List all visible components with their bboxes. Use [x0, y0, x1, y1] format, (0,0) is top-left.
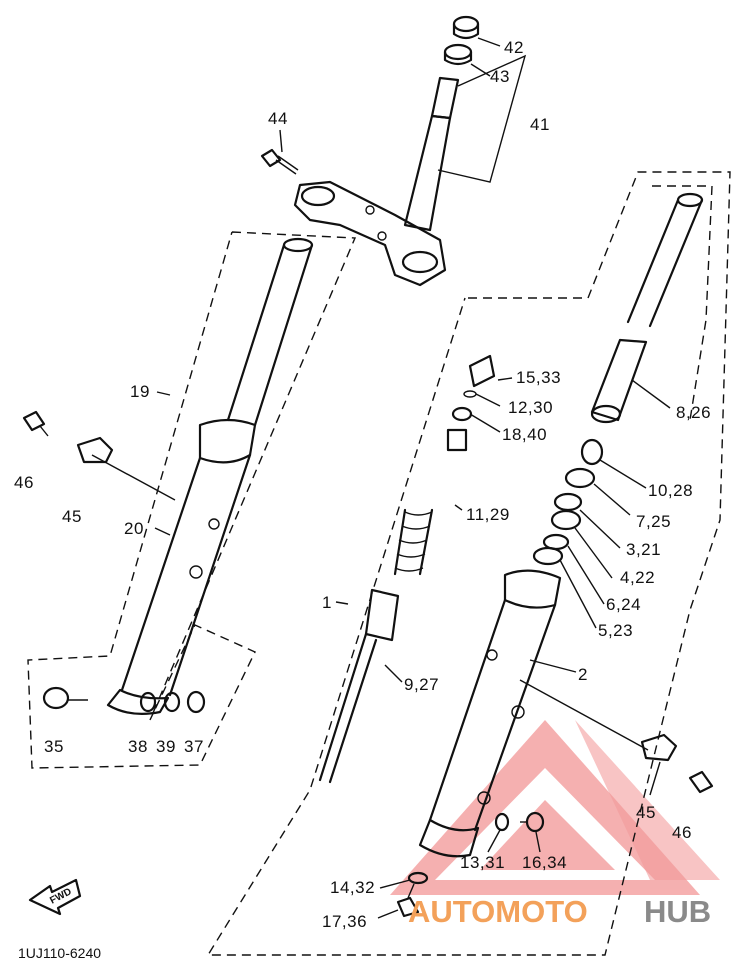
callout-label: 1 [322, 593, 332, 612]
watermark-text-part2: HUB [644, 894, 711, 929]
fork-cap-15-33 [463, 354, 496, 398]
inner-fork-outline [652, 185, 713, 421]
right-fork-outline [206, 171, 731, 956]
spacer-18-40 [451, 406, 473, 422]
callout-label: 3,21 [626, 540, 661, 559]
bracket-45-left [76, 436, 114, 464]
seals-10-3-7 [532, 438, 604, 566]
callout-label: 45 [62, 507, 82, 526]
watermark-logo [390, 720, 720, 895]
spring-11-29 [393, 428, 468, 576]
leader-lines [91, 37, 671, 919]
callout-label: 5,23 [598, 621, 633, 640]
callout-label: 15,33 [516, 368, 561, 387]
callout-label: 19 [130, 382, 150, 401]
bolt-35 [42, 686, 88, 710]
inner-tube-8-26 [590, 192, 704, 424]
callout-label: 8,26 [676, 403, 711, 422]
callout-label: 2 [578, 665, 588, 684]
callout-label: 45 [636, 803, 656, 822]
fwd-arrow-icon: FWD [28, 878, 82, 916]
watermark-text-part1: AUTOMOTO [408, 894, 588, 929]
callout-labels: 42 43 41 44 19 46 45 20 35 38 39 37 1 15,33 12,30 18,40… [14, 38, 711, 931]
callout-label: 46 [14, 473, 34, 492]
callout-label: 42 [504, 38, 524, 57]
right-fork-outer-tube-2 [418, 569, 562, 858]
callout-label: 18,40 [502, 425, 547, 444]
callout-label: 13,31 [460, 853, 505, 872]
callout-label: 9,27 [404, 675, 439, 694]
callout-label: 39 [156, 737, 176, 756]
callout-label: 46 [672, 823, 692, 842]
drain-13-31-16-34 [494, 811, 545, 833]
callout-label: 7,25 [636, 512, 671, 531]
callout-label: 35 [44, 737, 64, 756]
figure-code: 1UJ110-6240 [18, 945, 101, 961]
damper-rod-9-27 [318, 588, 400, 784]
washers-38-39-37 [139, 690, 206, 714]
bolt-44 [260, 148, 299, 175]
steering-stem [293, 15, 480, 287]
callout-label: 6,24 [606, 595, 641, 614]
callout-label: 14,32 [330, 878, 375, 897]
callout-label: 4,22 [620, 568, 655, 587]
callout-label: 41 [530, 115, 550, 134]
bolt-46-right [688, 770, 714, 794]
callout-label: 37 [184, 737, 204, 756]
callout-label: 11,29 [466, 505, 510, 524]
callout-label: 38 [128, 737, 148, 756]
bolt-46-left [22, 410, 49, 437]
callout-label: 10,28 [648, 481, 693, 500]
left-fork-tube [106, 237, 314, 715]
callout-label: 43 [490, 67, 510, 86]
callout-label: 44 [268, 109, 288, 128]
callout-label: 17,36 [322, 912, 367, 931]
callout-label: 16,34 [522, 853, 567, 872]
callout-label: 12,30 [508, 398, 553, 417]
left-fork-outline [27, 231, 357, 769]
callout-label: 20 [124, 519, 144, 538]
bracket-45-right [640, 733, 678, 762]
bolt-17-36 [396, 871, 429, 918]
